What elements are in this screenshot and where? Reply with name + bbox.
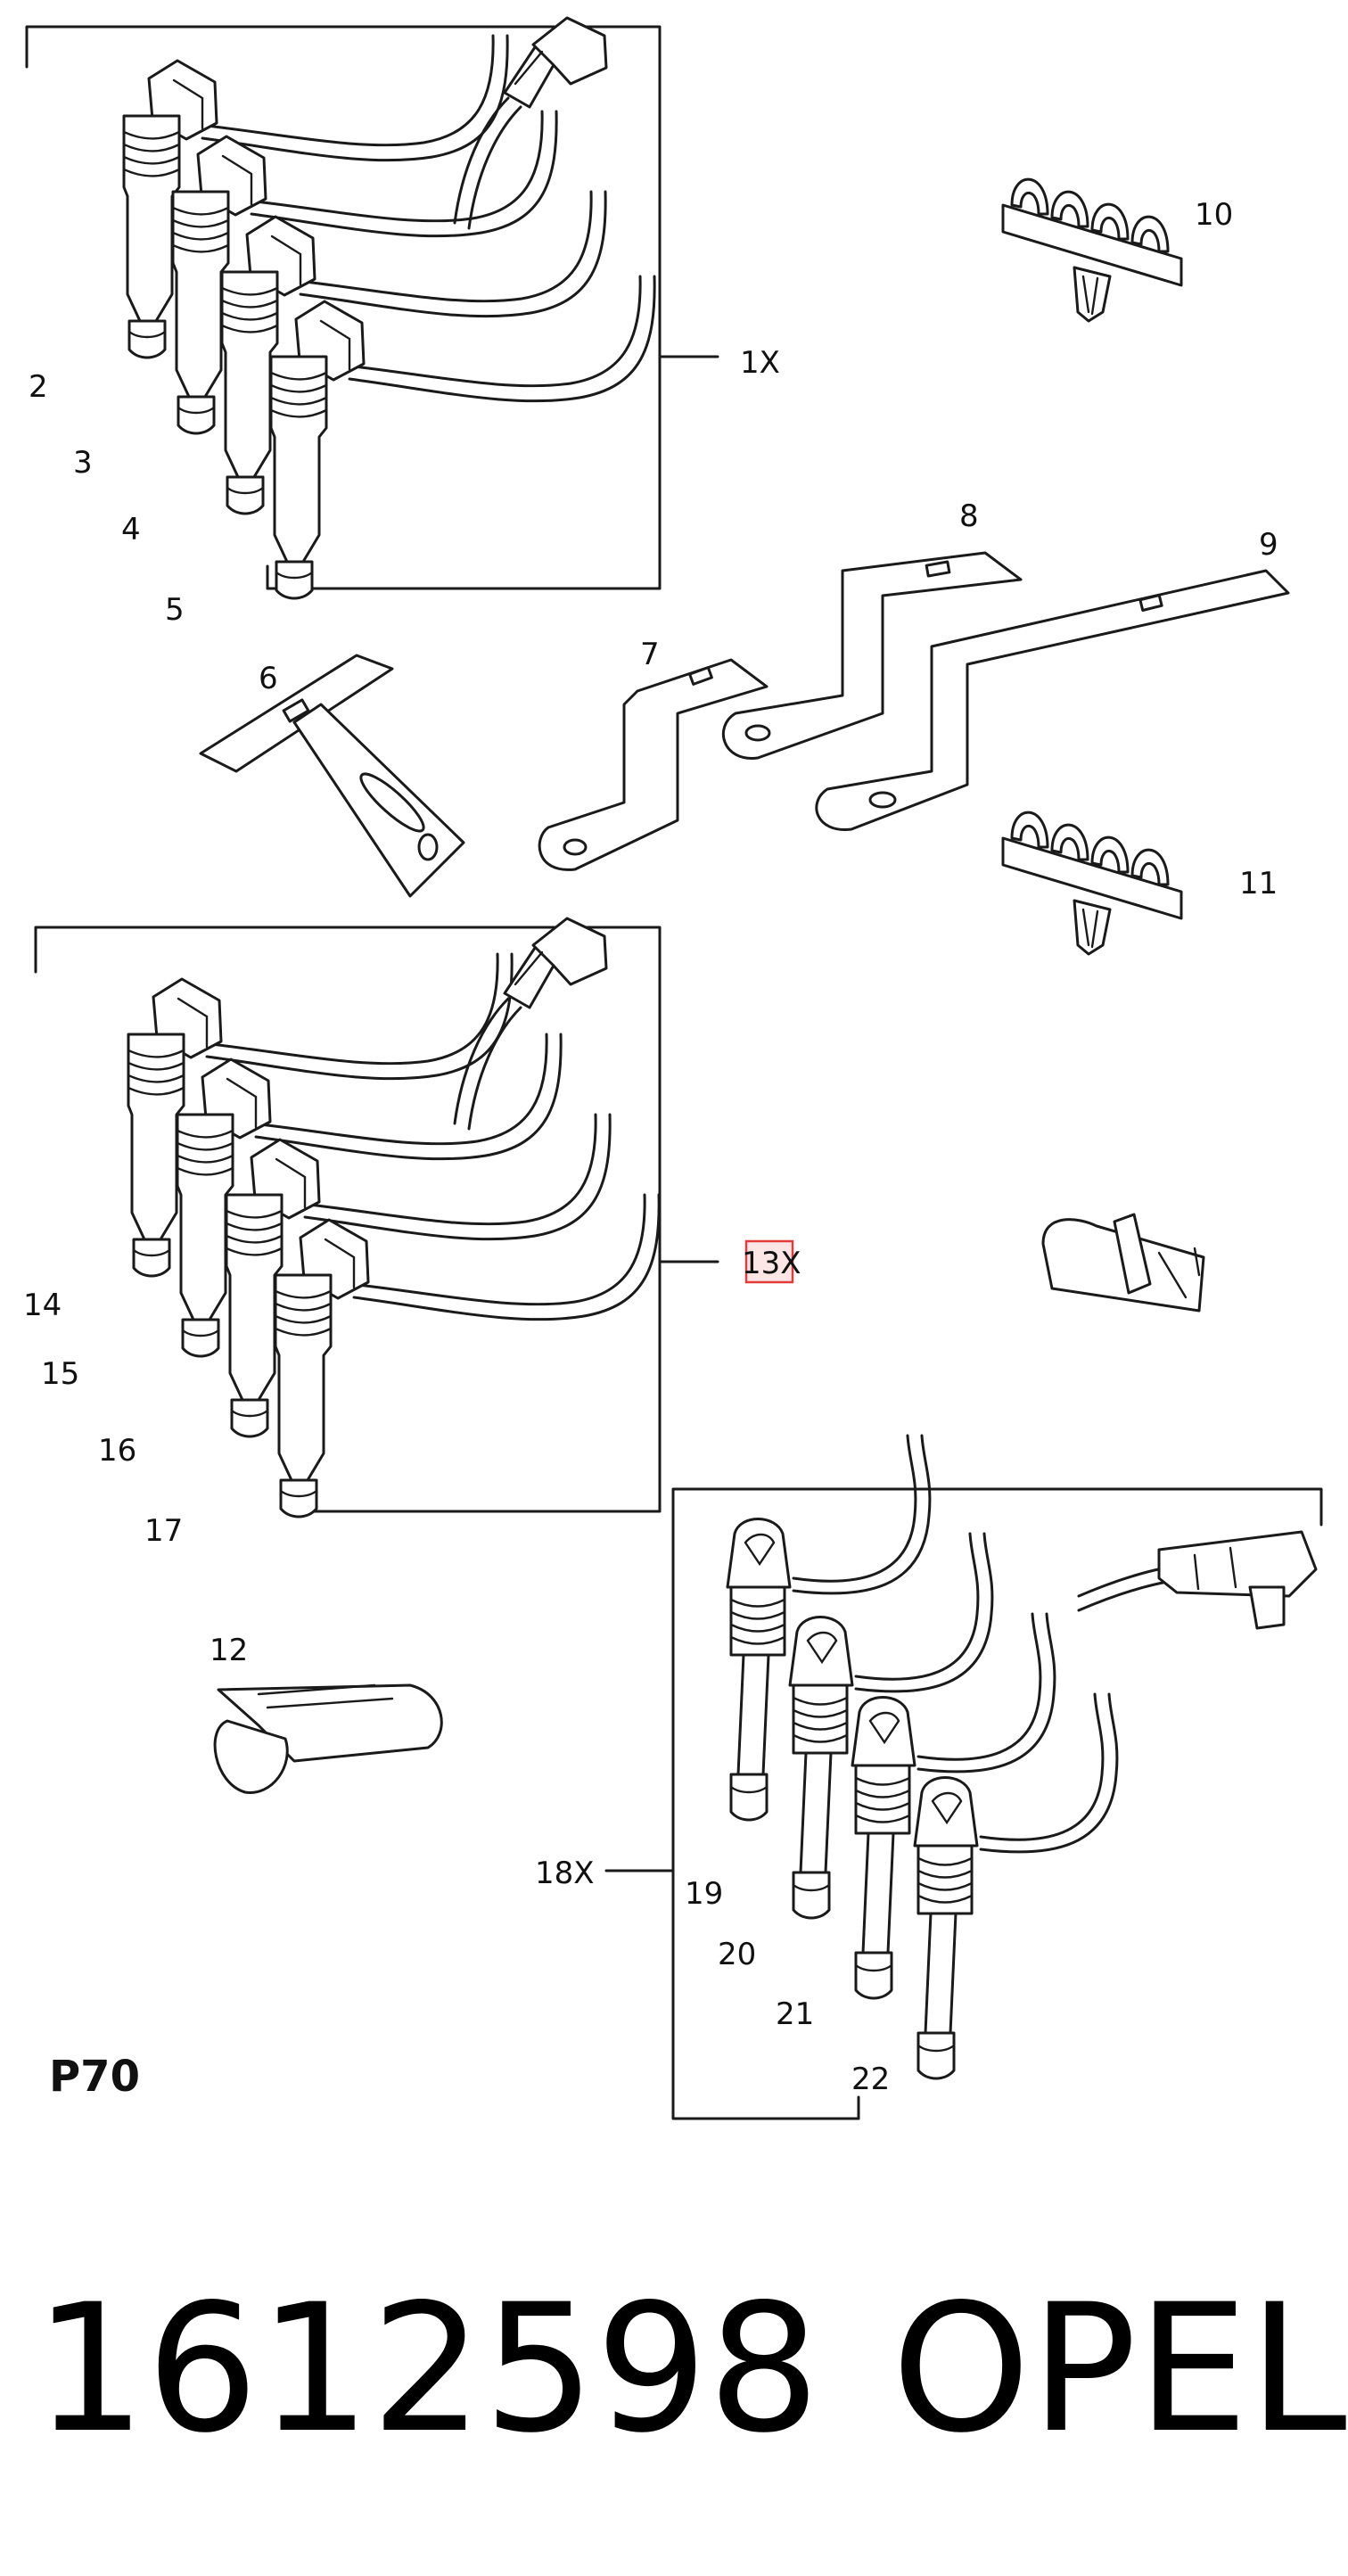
callout-2: 2 <box>29 369 48 405</box>
bracket-8 <box>721 551 1023 760</box>
lead-set-1x <box>25 16 719 600</box>
clip-23 <box>1041 1213 1205 1313</box>
callout-6: 6 <box>259 661 278 696</box>
brand-name: OPEL <box>892 2266 1347 2472</box>
bracket-6 <box>199 654 465 898</box>
callout-11: 11 <box>1239 866 1278 901</box>
callout-1x: 1X <box>740 345 780 381</box>
bracket-9 <box>815 569 1290 831</box>
callout-13x: 13X <box>742 1246 801 1281</box>
part-number: 1612598 <box>34 2266 820 2472</box>
callout-19: 19 <box>685 1876 723 1912</box>
callout-10: 10 <box>1195 197 1233 233</box>
bracket-7 <box>538 658 769 871</box>
clip-11 <box>1001 811 1183 956</box>
callout-5: 5 <box>165 592 185 628</box>
boot-12 <box>213 1683 443 1794</box>
callout-14: 14 <box>23 1288 62 1323</box>
callout-8: 8 <box>959 498 979 534</box>
callout-13x-highlight[interactable]: 13X <box>742 1239 801 1284</box>
callout-15: 15 <box>41 1356 79 1392</box>
callout-7: 7 <box>640 637 660 672</box>
callout-12: 12 <box>210 1633 248 1668</box>
lead-set-13x <box>34 917 719 1518</box>
callout-17: 17 <box>144 1513 183 1549</box>
callout-3: 3 <box>73 445 93 481</box>
highlight-box <box>744 1239 794 1284</box>
callout-9: 9 <box>1259 527 1278 563</box>
callout-22: 22 <box>851 2062 890 2097</box>
lead-set-18x <box>604 1434 1323 2120</box>
callout-4: 4 <box>121 512 141 547</box>
clip-10 <box>1001 177 1183 323</box>
angled-plug <box>1077 1530 1318 1630</box>
callout-20: 20 <box>718 1937 756 1972</box>
callout-16: 16 <box>98 1433 136 1469</box>
callout-18x: 18X <box>535 1856 595 1891</box>
callout-21: 21 <box>776 1996 814 2032</box>
section-code: P70 <box>49 2052 140 2102</box>
